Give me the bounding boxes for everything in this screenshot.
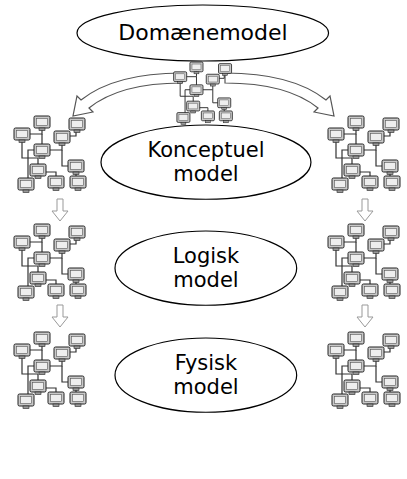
model-label: Domænemodel — [118, 20, 287, 45]
ellipse — [115, 231, 297, 305]
network-icon — [14, 116, 86, 193]
network-icon — [328, 332, 400, 409]
model-ellipse: Konceptuel model — [100, 124, 312, 200]
curved-arrow — [225, 73, 334, 116]
model-label: Fysisk model — [146, 351, 266, 399]
model-label: Konceptuel model — [136, 138, 276, 186]
curved-arrow — [73, 73, 182, 116]
model-ellipse: Logisk model — [114, 230, 298, 306]
ellipse — [101, 125, 311, 199]
network-icon — [328, 116, 400, 193]
ellipse — [77, 5, 329, 61]
text-group: Konceptuel model — [136, 138, 276, 186]
network-icon — [14, 224, 86, 301]
model-ellipse: Fysisk model — [114, 337, 298, 413]
text-group: Fysisk model — [146, 351, 266, 399]
text-group: Domænemodel — [118, 20, 287, 45]
model-ellipse: Domænemodel — [76, 4, 330, 62]
down-arrows — [52, 199, 373, 327]
ellipse — [115, 338, 297, 412]
network-icon — [174, 62, 233, 124]
network-icon — [14, 332, 86, 409]
text-group: Logisk model — [146, 244, 266, 292]
network-icon — [328, 224, 400, 301]
model-label: Logisk model — [146, 244, 266, 292]
